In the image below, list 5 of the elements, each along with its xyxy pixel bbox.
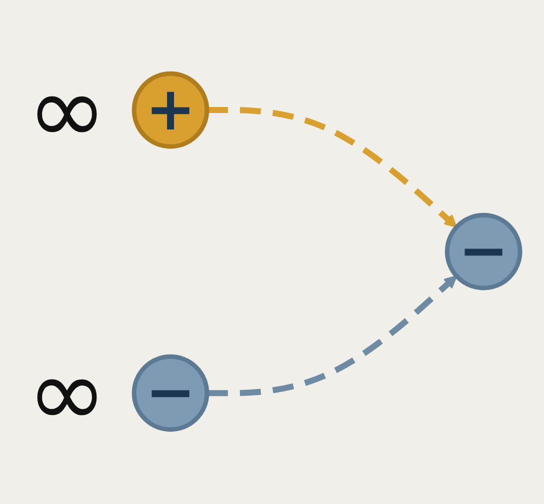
infinity-label: ∞: [27, 338, 108, 450]
node-circle: +: [132, 72, 210, 150]
node-circle: −: [444, 213, 522, 291]
infinity-label: ∞: [27, 54, 108, 166]
node-circle: −: [132, 354, 210, 432]
